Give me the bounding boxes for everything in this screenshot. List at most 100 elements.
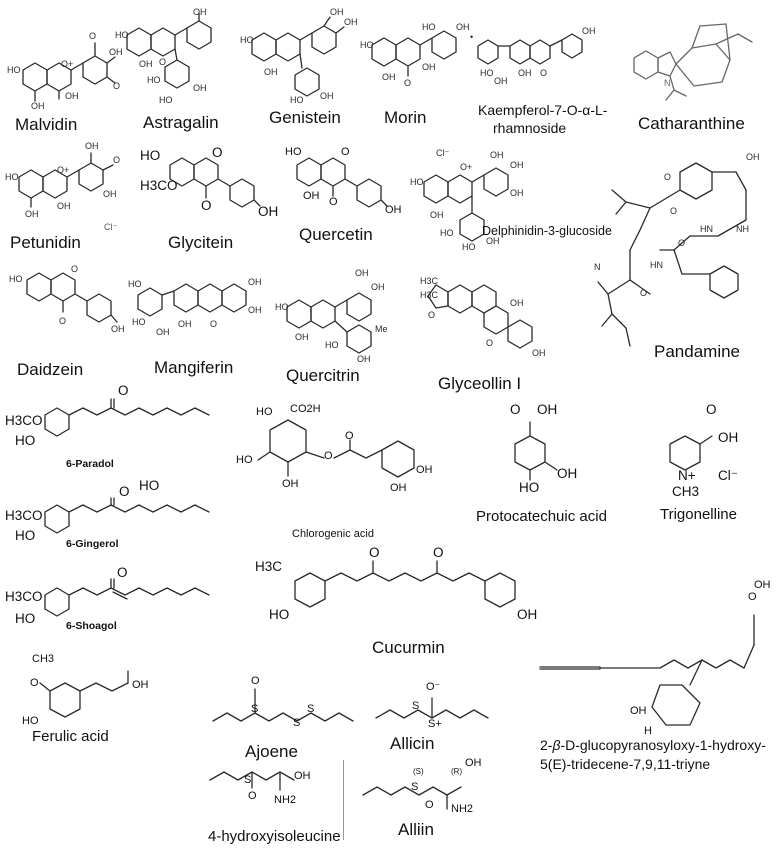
protocatechuic-drawing (514, 421, 558, 481)
chlorogenic-ho-top: HO (256, 406, 273, 418)
ajoene-s1: S (251, 703, 259, 715)
svg-text:OH: OH (57, 201, 71, 211)
compound-label-daidzein: Daidzein (17, 360, 84, 379)
gingerol-drawing (44, 497, 210, 534)
svg-text:O: O (678, 238, 685, 248)
ferulic-ch3: CH3 (32, 653, 55, 665)
hydroxyisoleucine-s: S (244, 774, 252, 786)
svg-text:O: O (670, 206, 677, 216)
alliin-oh: OH (465, 757, 482, 769)
svg-text:O: O (59, 316, 66, 326)
svg-text:HO: HO (240, 35, 254, 45)
column-divider (343, 760, 344, 840)
trigonelline-n: N+ (678, 468, 696, 483)
compound-label-quercetin: Quercetin (299, 225, 373, 244)
svg-text:OH: OH (248, 277, 262, 287)
compound-label-ajoene: Ajoene (245, 742, 298, 761)
chlorogenic-structure: HO CO2H HO OH O O OH OH (230, 400, 460, 525)
quercetin-drawing (296, 157, 388, 208)
glycitein-oh: OH (258, 204, 279, 219)
kaempferol-line-2: rhamnoside (493, 120, 567, 136)
protocatechuic-o: O (510, 402, 521, 417)
gingerol-ho: HO (15, 528, 36, 543)
ferulic-drawing (39, 670, 129, 718)
cucurmin-structure: H3C HO O O OH (255, 545, 555, 635)
alliin-o: O (425, 799, 434, 811)
compound-label-alliin: Alliin (398, 820, 434, 839)
hydroxyisoleucine-drawing (209, 771, 295, 791)
svg-text:OH: OH (494, 76, 508, 86)
gingerol-structure: H3CO HO O HO (5, 478, 220, 547)
svg-text:HO: HO (132, 317, 146, 327)
trigonelline-structure: O OH N+ CH3 Cl⁻ (650, 400, 770, 500)
catharanthine-structure: N (630, 8, 765, 113)
shoagol-o: O (117, 565, 128, 580)
compound-label-delphinidin: Delphinidin-3-glucoside (482, 224, 612, 238)
compound-label-genistein: Genistein (269, 108, 341, 127)
svg-text:O: O (159, 57, 166, 67)
chlorogenic-ho-left: HO (236, 454, 253, 466)
quercetin-oh2: OH (385, 204, 402, 216)
compound-label-trigonelline: Trigonelline (660, 506, 737, 523)
chlorogenic-o2: O (345, 430, 354, 442)
shoagol-ho: HO (15, 611, 36, 626)
protocatechuic-structure: O OH OH HO (485, 400, 605, 500)
svg-text:HO: HO (275, 302, 289, 312)
cucurmin-ho: HO (269, 607, 290, 622)
alliin-nh2: NH2 (451, 803, 474, 815)
chlorogenic-oh1: OH (416, 464, 433, 476)
paradol-ho: HO (15, 433, 36, 448)
svg-text:O: O (486, 338, 493, 348)
trigonelline-cl: Cl⁻ (718, 468, 738, 483)
tridecene-oh2: OH (630, 705, 647, 717)
svg-text:HO: HO (290, 95, 304, 105)
svg-text:HO: HO (5, 172, 19, 182)
gingerol-o: O (119, 484, 130, 499)
svg-text:O: O (640, 288, 647, 298)
svg-text:OH: OH (456, 22, 470, 32)
svg-text:OH: OH (156, 327, 170, 337)
svg-text:O: O (210, 319, 217, 329)
compound-label-allicin: Allicin (390, 734, 435, 753)
svg-text:HO: HO (9, 274, 23, 284)
allicin-s-plus: S+ (428, 718, 442, 730)
chlorogenic-oh-bottom: OH (282, 478, 299, 490)
svg-text:O: O (540, 68, 547, 78)
svg-text:H3C: H3C (420, 290, 439, 300)
svg-text:Cl⁻: Cl⁻ (436, 148, 449, 158)
compound-label-hydroxyisoleucine: 4-hydroxyisoleucine (208, 828, 341, 845)
cucurmin-drawing (294, 560, 516, 608)
svg-text:OH: OH (486, 236, 500, 246)
paradol-structure: H3CO HO O (5, 383, 220, 455)
svg-text:HO: HO (325, 340, 339, 350)
svg-text:O: O (89, 31, 96, 41)
svg-text:O+: O+ (61, 59, 73, 69)
compound-label-malvidin: Malvidin (15, 115, 78, 134)
quercetin-o2: O (329, 196, 338, 208)
glycitein-h3co: H3CO (140, 178, 178, 193)
svg-text:OH: OH (582, 26, 596, 36)
svg-text:OH: OH (344, 17, 358, 27)
paradol-drawing (44, 398, 210, 437)
svg-text:HO: HO (480, 68, 494, 78)
svg-text:HO: HO (128, 279, 142, 289)
hydroxyisoleucine-structure: S O NH2 OH (200, 760, 350, 835)
allicin-drawing (375, 697, 489, 719)
allicin-structure: O⁻ S S+ (370, 680, 500, 735)
ajoene-o: O (251, 675, 260, 687)
paradol-o: O (118, 383, 129, 398)
tridecene-line-2: 5(E)-tridecene-7,9,11-triyne (540, 756, 711, 772)
tridecene-drawing (539, 614, 755, 726)
kaempferol-line-1: Kaempferol-7-O-α-L- (478, 102, 608, 118)
gingerol-oh: HO (139, 478, 160, 493)
svg-text:HO: HO (462, 242, 476, 252)
chlorogenic-oh2: OH (390, 482, 407, 494)
